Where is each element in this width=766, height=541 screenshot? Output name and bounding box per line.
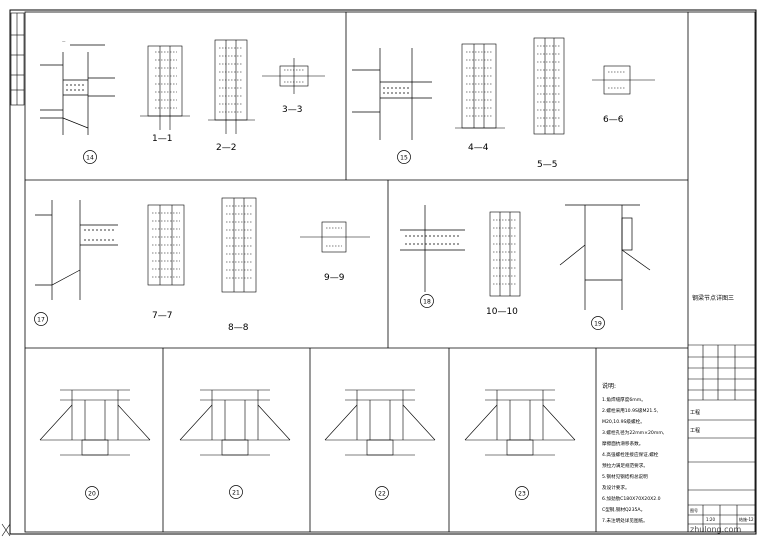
note-line-6: 4.高强螺栓连接应保证,螺栓 bbox=[602, 451, 659, 458]
title-field-a: 工程 bbox=[690, 409, 700, 416]
note-line-3: M20,10.9S级螺栓。 bbox=[602, 418, 645, 425]
section-label-6: 6—6 bbox=[603, 115, 624, 125]
section-6-drawing bbox=[592, 65, 655, 95]
detail-22-drawing bbox=[324, 389, 436, 456]
section-label-1: 1—1 bbox=[152, 134, 172, 144]
section-label-3: 3—3 bbox=[282, 105, 302, 115]
section-8-drawing bbox=[221, 197, 257, 293]
title-field-b: 工程 bbox=[690, 427, 700, 434]
detail-label-14: 14 bbox=[86, 155, 94, 162]
detail-label-23: 23 bbox=[518, 491, 526, 498]
section-label-7: 7—7 bbox=[152, 311, 172, 321]
section-3-drawing bbox=[262, 58, 325, 94]
detail-20-drawing bbox=[39, 389, 151, 456]
note-line-5: 摩擦面抗滑移系数。 bbox=[602, 440, 643, 447]
detail-label-20: 20 bbox=[88, 491, 96, 498]
detail-17-drawing bbox=[35, 200, 118, 300]
watermark-text: zhulong.com bbox=[690, 525, 741, 534]
detail-21-drawing bbox=[179, 389, 291, 456]
title-field-c: 图号 bbox=[690, 507, 698, 513]
detail-label-15: 15 bbox=[400, 155, 408, 162]
detail-circles bbox=[34, 150, 605, 500]
detail-18-drawing bbox=[400, 205, 465, 292]
notes-heading: 说明: bbox=[602, 382, 616, 390]
section-10-drawing bbox=[489, 211, 521, 297]
corner-mark bbox=[1, 523, 11, 537]
section-4-drawing bbox=[455, 43, 505, 129]
title-scale: 1:20 bbox=[706, 517, 715, 522]
section-9-drawing bbox=[300, 221, 370, 253]
section-5-drawing bbox=[533, 37, 565, 135]
note-line-11: C型钢,钢材Q235A。 bbox=[602, 506, 645, 513]
detail-label-21: 21 bbox=[232, 490, 240, 497]
section-label-2: 2—2 bbox=[216, 143, 236, 153]
note-line-8: 5.钢材见钢结构总说明 bbox=[602, 473, 648, 480]
section-label-5: 5—5 bbox=[537, 160, 557, 170]
sheet-outer-frame bbox=[9, 9, 757, 535]
note-line-1: 1.角焊缝厚度6mm。 bbox=[602, 396, 646, 403]
note-line-2: 2.螺栓采用10.9S级M21.5, bbox=[602, 407, 659, 414]
note-line-7: 预拉力满足规范要求。 bbox=[602, 462, 648, 469]
section-label-8: 8—8 bbox=[228, 323, 249, 333]
detail-14-drawing bbox=[40, 44, 115, 135]
detail-label-19: 19 bbox=[594, 321, 602, 328]
note-line-10: 6.加劲肋C180X70X20X2.0 bbox=[602, 495, 661, 502]
detail-23-drawing bbox=[464, 389, 576, 456]
note-line-12: 7.未注明处详见图纸。 bbox=[602, 517, 648, 524]
sheet-inner-frame bbox=[24, 11, 756, 533]
section-1-drawing bbox=[140, 45, 190, 130]
title-number: 结施-12 bbox=[739, 516, 754, 522]
detail-label-18: 18 bbox=[423, 299, 431, 306]
panel-grid bbox=[25, 12, 689, 532]
section-label-10: 10—10 bbox=[486, 307, 518, 317]
section-2-drawing bbox=[208, 39, 255, 134]
detail-label-17: 17 bbox=[37, 317, 45, 324]
drawing-title: 钢梁节点详图三 bbox=[692, 294, 734, 302]
title-block bbox=[688, 344, 755, 532]
detail-label-22: 22 bbox=[378, 491, 386, 498]
section-label-4: 4—4 bbox=[468, 143, 489, 153]
section-label-9: 9—9 bbox=[324, 273, 345, 283]
binding-strip bbox=[10, 12, 25, 106]
note-line-9: 及设计要求。 bbox=[602, 484, 630, 491]
detail-14-note: — bbox=[62, 39, 66, 43]
section-7-drawing bbox=[147, 204, 185, 286]
note-line-4: 3.螺栓孔径为22mm×20mm, bbox=[602, 429, 665, 436]
detail-19-drawing bbox=[559, 204, 651, 310]
detail-15-drawing bbox=[352, 48, 432, 140]
